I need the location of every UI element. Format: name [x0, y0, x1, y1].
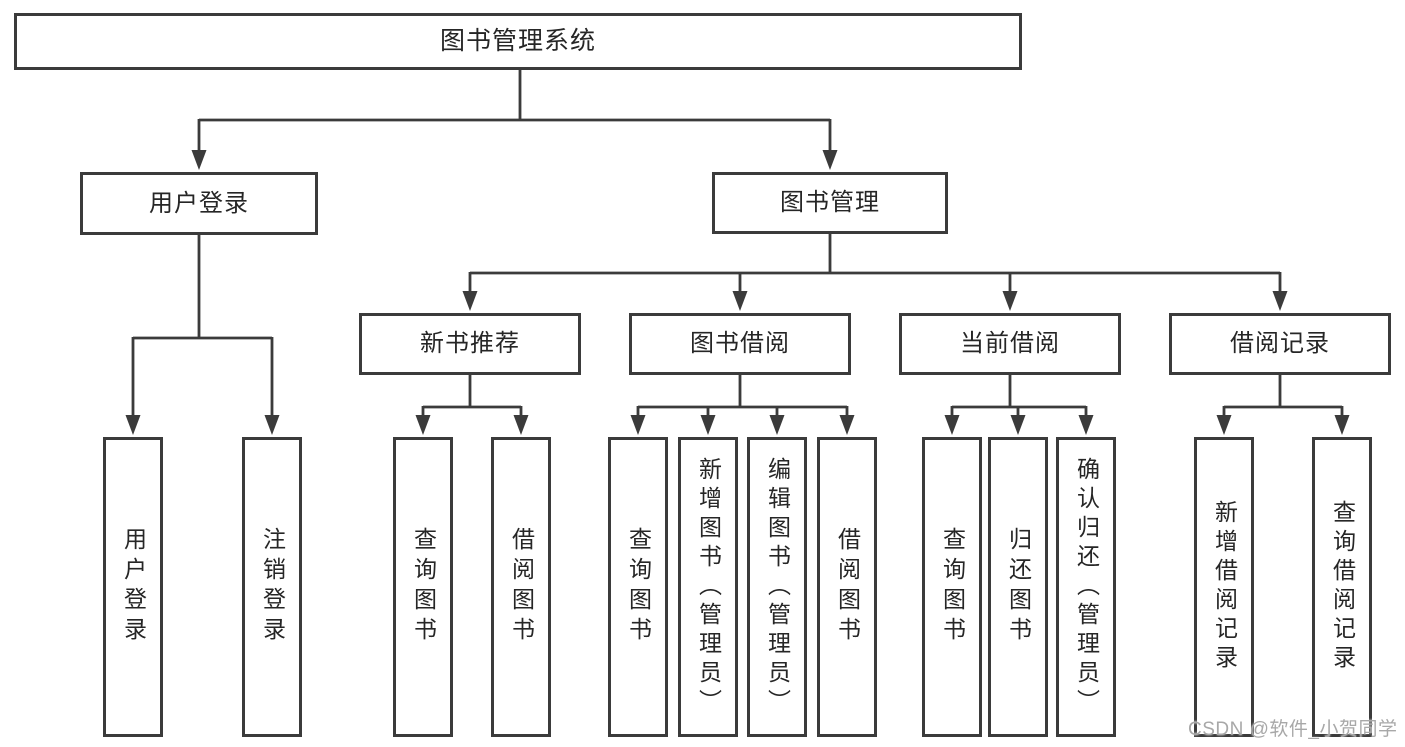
- node-book-borrowing: 图书借阅: [629, 313, 851, 375]
- leaf-query-book-borrowing: 查询图书: [608, 437, 668, 737]
- node-label: 编辑图书（管理员）: [764, 456, 791, 718]
- leaf-user-login: 用户登录: [103, 437, 163, 737]
- leaf-query-borrow-record: 查询借阅记录: [1312, 437, 1372, 737]
- node-label: 图书借阅: [690, 330, 790, 357]
- node-label: 查询图书: [939, 527, 966, 647]
- node-label: 新增图书（管理员）: [695, 456, 722, 718]
- node-label: 用户登录: [120, 527, 147, 647]
- node-label: 确认归还（管理员）: [1073, 456, 1100, 718]
- node-system-root: 图书管理系统: [14, 13, 1022, 70]
- node-label: 注销登录: [259, 527, 286, 647]
- node-label: 图书管理系统: [439, 27, 596, 55]
- leaf-return-book: 归还图书: [988, 437, 1048, 737]
- node-label: 新增借阅记录: [1211, 500, 1238, 674]
- node-label: 用户登录: [149, 189, 249, 217]
- node-label: 借阅记录: [1230, 330, 1330, 357]
- node-label: 归还图书: [1005, 527, 1032, 647]
- csdn-watermark: CSDN @软件_小贺同学: [1188, 719, 1398, 740]
- node-label: 当前借阅: [960, 330, 1060, 357]
- leaf-query-book-recommend: 查询图书: [393, 437, 453, 737]
- node-label: 查询借阅记录: [1329, 500, 1356, 674]
- leaf-add-book-admin: 新增图书（管理员）: [678, 437, 738, 737]
- node-borrow-records: 借阅记录: [1169, 313, 1391, 375]
- node-label: 借阅图书: [508, 527, 535, 647]
- leaf-edit-book-admin: 编辑图书（管理员）: [747, 437, 807, 737]
- node-book-management: 图书管理: [712, 172, 948, 234]
- node-current-borrowing: 当前借阅: [899, 313, 1121, 375]
- node-label: 新书推荐: [420, 330, 520, 357]
- node-user-login: 用户登录: [80, 172, 318, 235]
- node-new-book-recommend: 新书推荐: [359, 313, 581, 375]
- leaf-confirm-return-admin: 确认归还（管理员）: [1056, 437, 1116, 737]
- leaf-borrow-book: 借阅图书: [817, 437, 877, 737]
- leaf-add-borrow-record: 新增借阅记录: [1194, 437, 1254, 737]
- node-label: 图书管理: [780, 189, 880, 216]
- node-label: 查询图书: [625, 527, 652, 647]
- leaf-borrow-book-recommend: 借阅图书: [491, 437, 551, 737]
- node-label: 借阅图书: [834, 527, 861, 647]
- leaf-logout: 注销登录: [242, 437, 302, 737]
- leaf-query-book-current: 查询图书: [922, 437, 982, 737]
- node-label: 查询图书: [410, 527, 437, 647]
